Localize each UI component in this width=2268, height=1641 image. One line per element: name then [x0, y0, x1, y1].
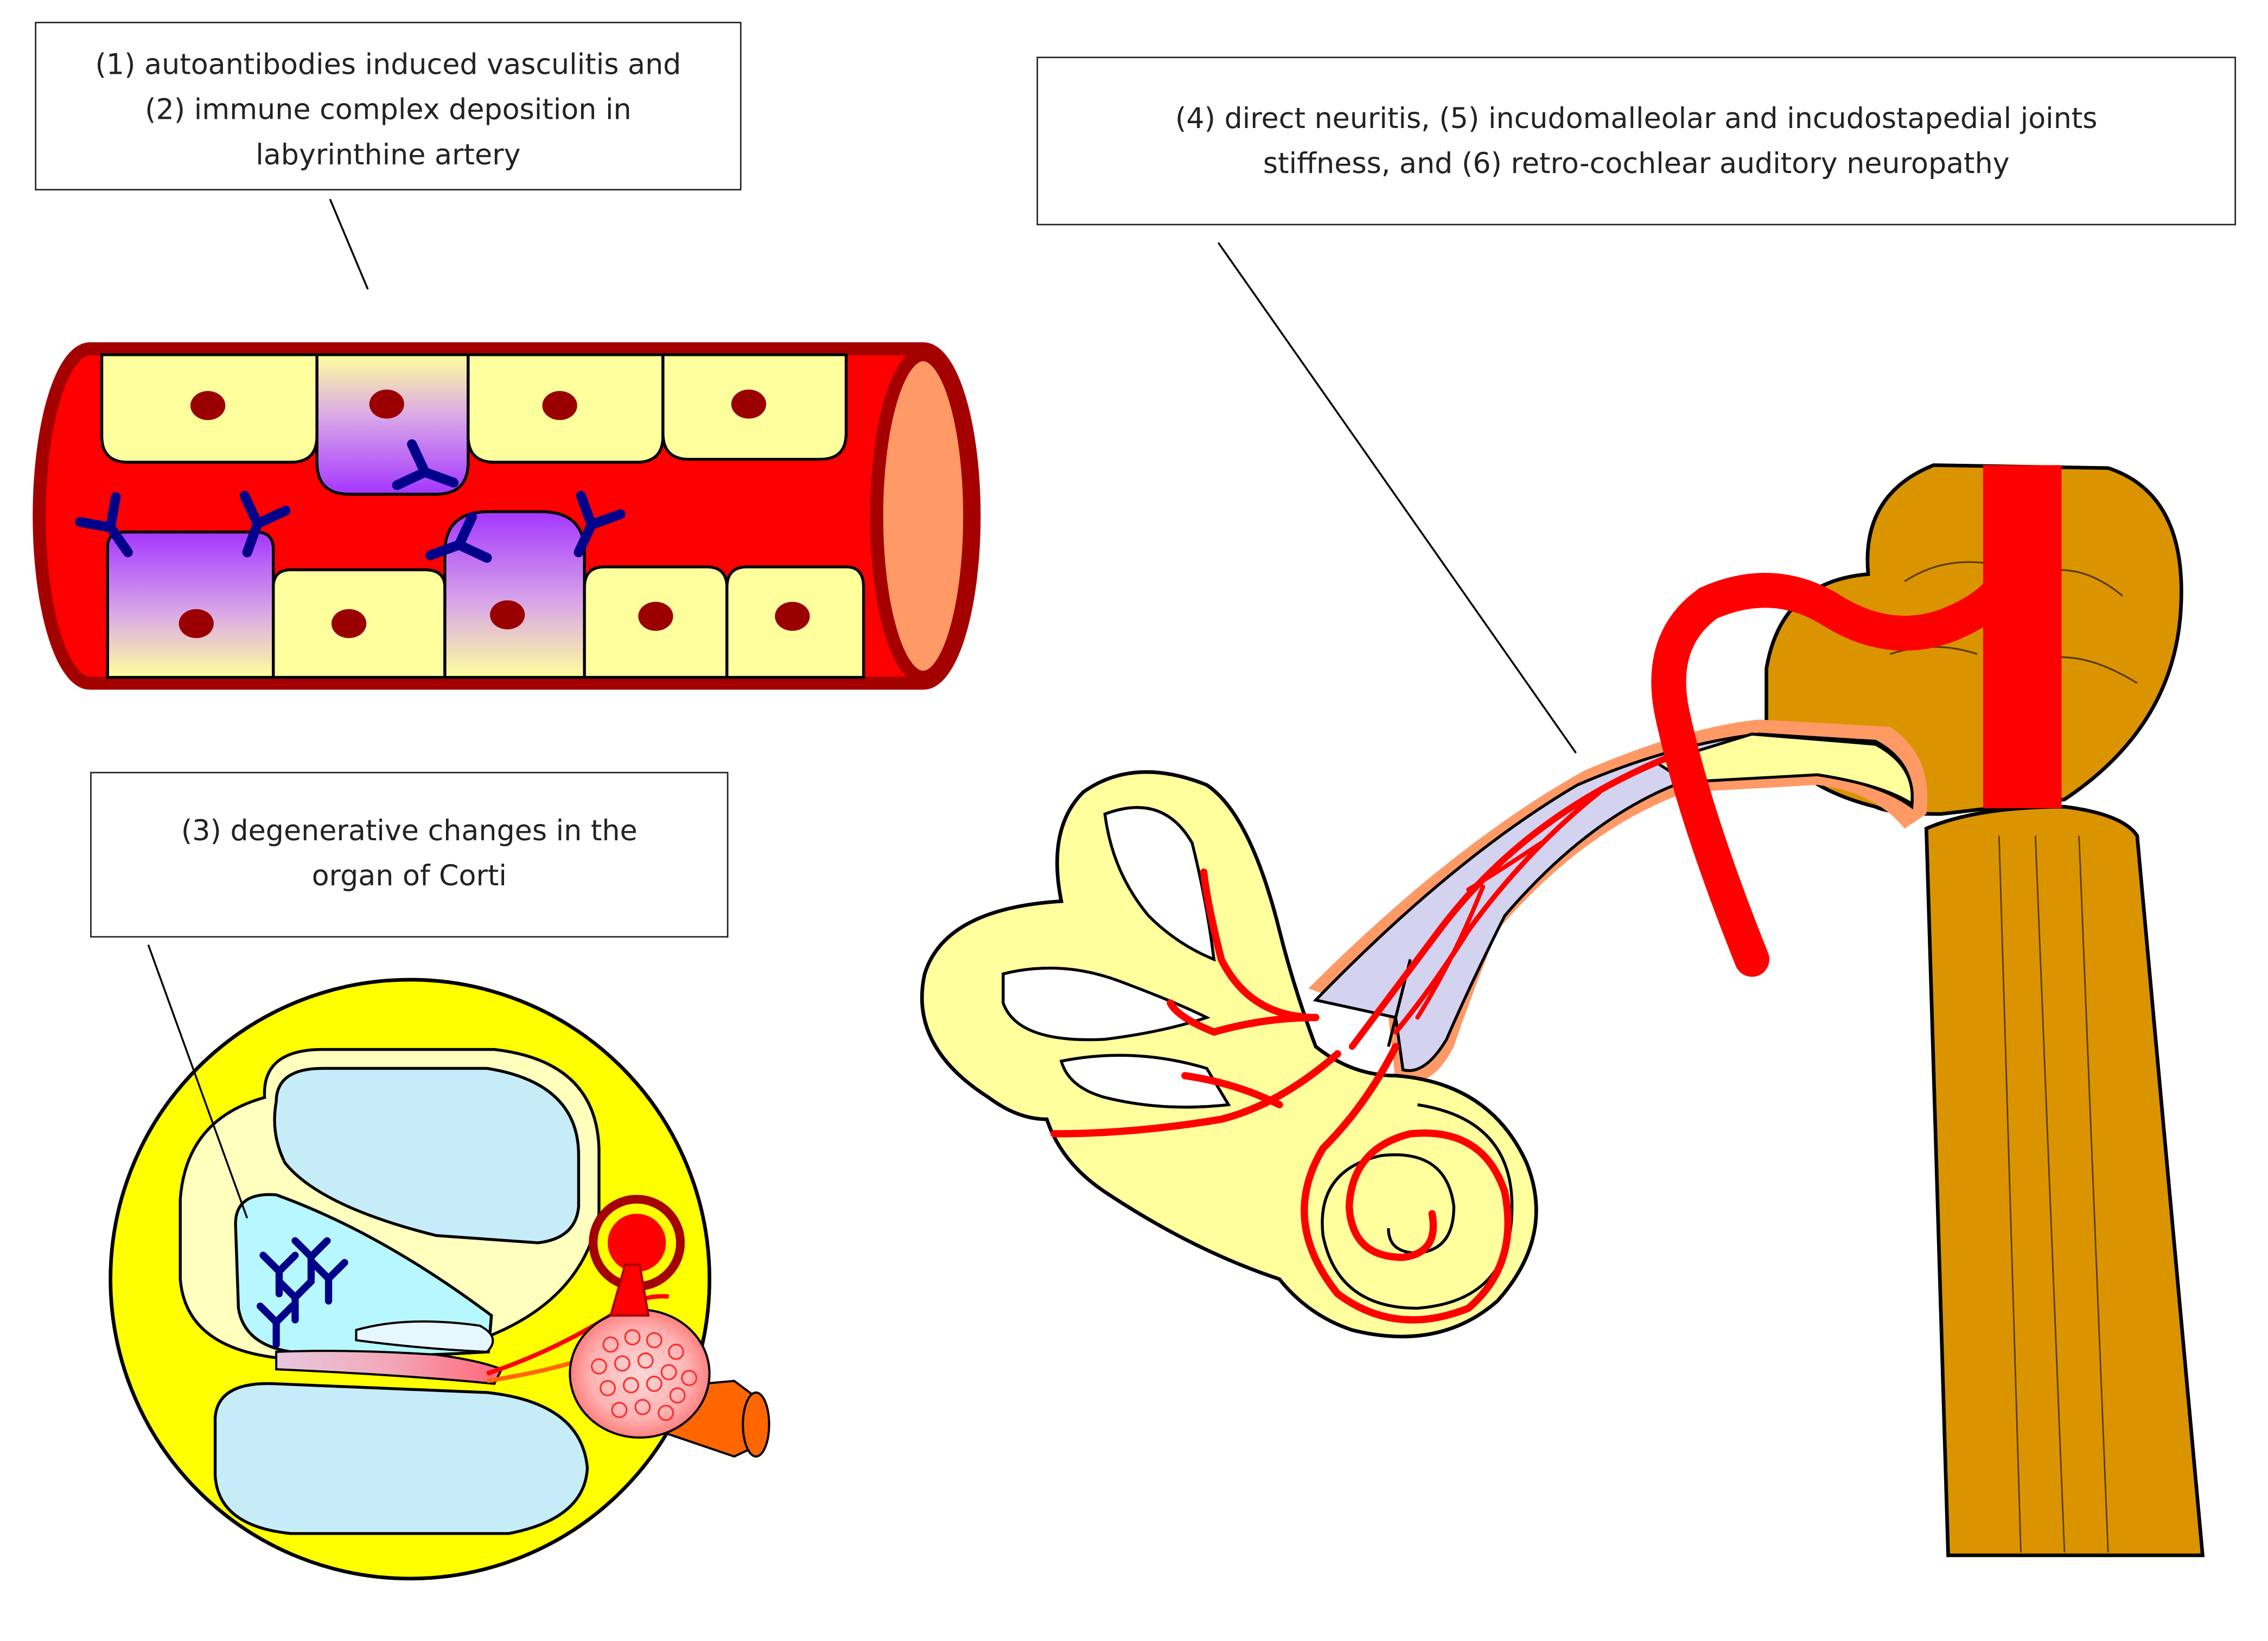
basilar-artery	[1983, 465, 2062, 808]
callout-vasculitis-line-2: (2) immune complex deposition in	[145, 93, 632, 127]
blood-vessel	[33, 342, 981, 690]
callout-vasculitis-line-3: labyrinthine artery	[256, 138, 521, 172]
cochlea-cross-section	[109, 978, 770, 1581]
callout-corti-line-1: (3) degenerative changes in the	[181, 814, 638, 848]
spiral-artery	[589, 1195, 685, 1317]
leader-line-corti	[147, 944, 249, 1219]
scala-vestibuli	[273, 1067, 581, 1244]
callout-vasculitis: (1) autoantibodies induced vasculitis an…	[35, 22, 742, 191]
leader-line-vasculitis	[329, 199, 369, 290]
scala-tympani	[213, 1382, 589, 1535]
callout-corti: (3) degenerative changes in the organ of…	[90, 771, 729, 938]
spiral-ganglion	[569, 1308, 770, 1458]
callout-neuritis: (4) direct neuritis, (5) incudomalleolar…	[1036, 56, 2237, 226]
callout-vasculitis-line-1: (1) autoantibodies induced vasculitis an…	[95, 48, 681, 82]
vessel-lumen-end	[870, 348, 977, 684]
callout-neuritis-line-2: stiffness, and (6) retro-cochlear audito…	[1263, 146, 2010, 181]
leader-line-neuritis	[1217, 242, 1577, 754]
vestibulocochlear-nerve	[1308, 719, 1928, 1084]
labyrinthine-artery	[1348, 564, 2024, 1050]
organ-of-corti	[275, 1350, 504, 1385]
brainstem	[1764, 463, 2205, 1557]
callout-corti-line-2: organ of Corti	[311, 859, 507, 893]
callout-neuritis-line-1: (4) direct neuritis, (5) incudomalleolar…	[1175, 101, 2098, 136]
cell-nuclei	[179, 390, 810, 638]
inner-ear-labyrinth	[920, 770, 1538, 1339]
